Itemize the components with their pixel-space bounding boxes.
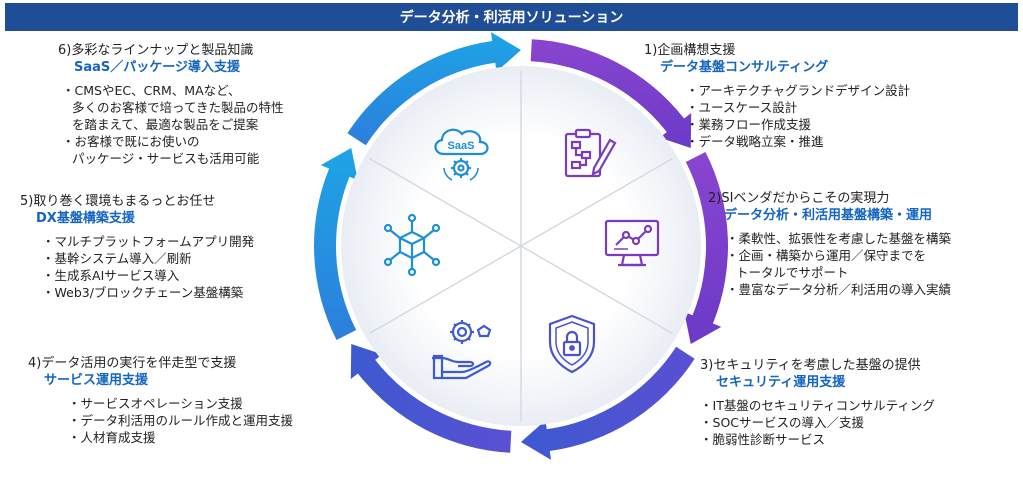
section-6: 6)多彩なラインナップと製品知識 SaaS／パッケージ導入支援 ・CMSやEC、… [58, 42, 284, 167]
arrow-segment-6 [347, 32, 521, 146]
network-cube-icon [383, 213, 441, 277]
list-item: ・お客様で既にお使いのパッケージ・サービスも活用可能 [62, 134, 260, 166]
list-item: ・IT基盤のセキュリティコンサルティング [700, 398, 935, 413]
saas-cloud-icon: SaaS [434, 128, 489, 181]
arrow-segment-5 [313, 148, 358, 340]
list-item: ・ユースケース設計 [686, 100, 798, 115]
sector-divider [520, 157, 673, 247]
list-item: ・CMSやEC、CRM、MAなど、多くのお客様で培ってきた製品の特性を踏まえて、… [62, 83, 284, 132]
section-3: 3)セキュリティを考慮した基盤の提供 セキュリティ運用支援 ・IT基盤のセキュリ… [700, 357, 935, 448]
section-2-heading: 2)SIベンダだからこその実現力 [708, 191, 890, 206]
section-4-subheading: サービス運用支援 [44, 373, 149, 388]
list-item: ・生成系AIサービス導入 [42, 268, 180, 283]
section-4-heading: 4)データ活用の実行を伴走型で支援 [28, 356, 237, 371]
sector-divider [369, 245, 522, 335]
shield-lock-icon [548, 314, 596, 374]
section-1-heading: 1)企画構想支援 [644, 43, 736, 58]
list-item: ・基幹システム導入／刷新 [42, 251, 192, 266]
section-1: 1)企画構想支援 データ基盤コンサルティング ・アーキテクチャグランドデザイン設… [644, 42, 910, 150]
arrow-segment-1 [530, 39, 692, 148]
list-item: ・マルチプラットフォームアプリ開発 [42, 234, 255, 249]
list-item: ・データ戦略立案・推進 [686, 134, 824, 149]
title-banner: データ分析・利活用ソリューション [5, 3, 1018, 31]
arrow-segment-2 [684, 152, 729, 344]
saas-icon-label: SaaS [448, 140, 475, 152]
section-2-subheading: データ分析・利活用基盤構築・運用 [724, 208, 933, 223]
section-2: 2)SIベンダだからこその実現力 データ分析・利活用基盤構築・運用 ・柔軟性、拡… [708, 190, 951, 298]
monitor-chart-icon [604, 219, 660, 267]
sector-dividers [369, 71, 673, 421]
list-item: ・SOCサービスの導入／支援 [700, 415, 865, 430]
list-item: ・脆弱性診断サービス [700, 432, 826, 447]
hand-gears-icon [432, 320, 492, 380]
cycle-ring [313, 32, 729, 460]
list-item: ・業務フロー作成支援 [686, 117, 812, 132]
section-5-heading: 5)取り巻く環境もまるっとお任せ [20, 194, 216, 209]
list-item: ・人材育成支援 [68, 430, 156, 445]
section-1-subheading: データ基盤コンサルティング [660, 60, 829, 75]
section-6-heading: 6)多彩なラインナップと製品知識 [58, 43, 254, 58]
arrow-segment-3 [521, 346, 695, 460]
list-item: ・企画・構築から運用／保守までをトータルでサポート [726, 248, 927, 280]
list-item: ・アーキテクチャグランドデザイン設計 [686, 83, 911, 98]
section-5-subheading: DX基盤構築支援 [36, 211, 135, 226]
sector-divider [369, 157, 522, 247]
clipboard-flowchart-icon [564, 128, 617, 178]
section-3-subheading: セキュリティ運用支援 [716, 375, 846, 390]
arrow-segment-4 [350, 344, 512, 453]
section-6-subheading: SaaS／パッケージ導入支援 [74, 60, 241, 75]
list-item: ・柔軟性、拡張性を考慮した基盤を構築 [726, 231, 952, 246]
section-4: 4)データ活用の実行を伴走型で支援 サービス運用支援 ・サービスオペレーション支… [28, 355, 293, 446]
list-item: ・サービスオペレーション支援 [68, 396, 243, 411]
list-item: ・データ利活用のルール作成と運用支援 [68, 413, 294, 428]
section-3-heading: 3)セキュリティを考慮した基盤の提供 [700, 358, 921, 373]
sector-divider [520, 245, 673, 335]
list-item: ・豊富なデータ分析／利活用の導入実績 [726, 282, 952, 297]
list-item: ・Web3/ブロックチェーン基盤構築 [42, 285, 244, 300]
section-5: 5)取り巻く環境もまるっとお任せ DX基盤構築支援 ・マルチプラットフォームアプ… [20, 193, 254, 301]
